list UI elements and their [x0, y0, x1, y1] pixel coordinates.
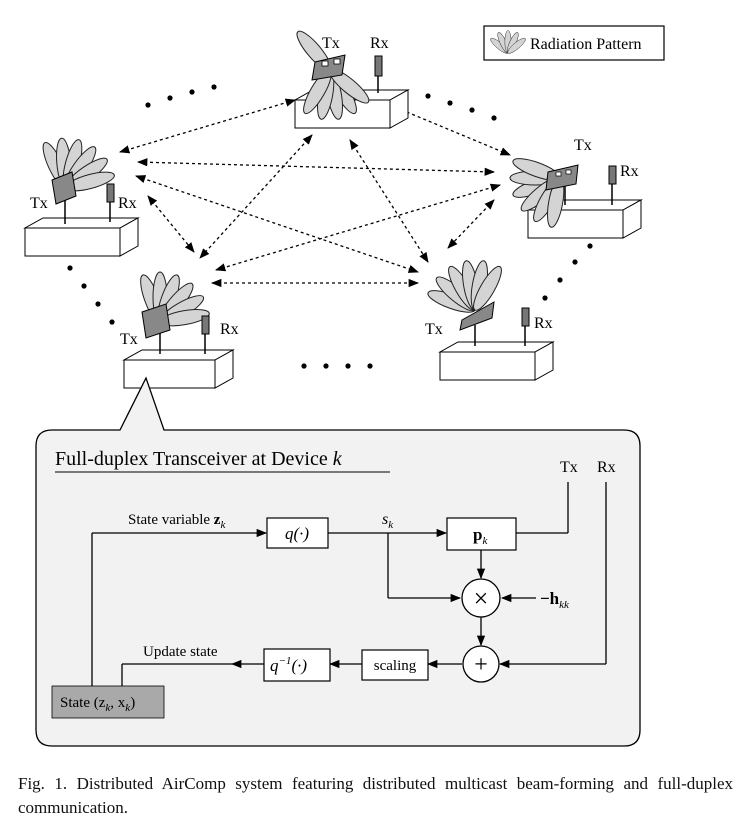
scaling-block-label: scaling	[374, 658, 417, 674]
state-variable-label: State variable zk	[128, 512, 226, 531]
q-block-label: q(·)	[285, 524, 309, 543]
update-state-label: Update state	[143, 644, 218, 660]
transceiver-panel: Full-duplex Transceiver at Device k Tx R…	[35, 376, 641, 747]
device-right-rx: Rx	[620, 163, 639, 180]
device-links	[119, 98, 511, 288]
signal-flow-lines	[91, 482, 607, 686]
ellipsis-dots	[67, 84, 593, 369]
device-lower-right-tx: Tx	[425, 321, 443, 338]
p-block-label: pk	[473, 525, 488, 547]
scaling-block	[361, 649, 429, 681]
legend-label: Radiation Pattern	[530, 36, 642, 53]
transceiver-tx-label: Tx	[560, 459, 578, 476]
h-label: −hkk	[540, 589, 570, 611]
transceiver-title: Full-duplex Transceiver at Device k	[55, 448, 343, 470]
q-inverse-block	[263, 648, 331, 682]
device-top-rx: Rx	[370, 35, 389, 52]
adder-node	[462, 645, 500, 683]
s-label: sk	[382, 511, 394, 531]
multiplier-symbol: ×	[474, 584, 489, 613]
device-lower-left-rx: Rx	[220, 321, 239, 338]
device-left: Tx Rx	[23, 137, 140, 257]
q-inverse-label: q−1(·)	[270, 655, 307, 675]
device-top-tx: Tx	[322, 35, 340, 52]
q-block	[266, 517, 329, 549]
transceiver-rx-label: Rx	[597, 459, 616, 476]
state-box	[51, 685, 165, 719]
device-right: Tx Rx	[509, 137, 643, 239]
device-lower-right-rx: Rx	[534, 315, 553, 332]
device-left-rx: Rx	[118, 195, 137, 212]
legend: Radiation Pattern	[483, 25, 665, 61]
device-right-tx: Tx	[574, 137, 592, 154]
device-lower-left-tx: Tx	[120, 331, 138, 348]
device-top: Tx Rx	[291, 26, 410, 129]
adder-symbol: +	[474, 652, 488, 678]
device-lower-right: Tx Rx	[425, 259, 555, 381]
device-lower-left: Tx Rx	[120, 271, 239, 389]
p-block	[446, 517, 517, 551]
multiplier-node	[461, 578, 501, 618]
figure-caption: Fig. 1. Distributed AirComp system featu…	[18, 774, 733, 817]
device-left-tx: Tx	[30, 195, 48, 212]
state-box-label: State (zk, xk)	[60, 695, 135, 714]
